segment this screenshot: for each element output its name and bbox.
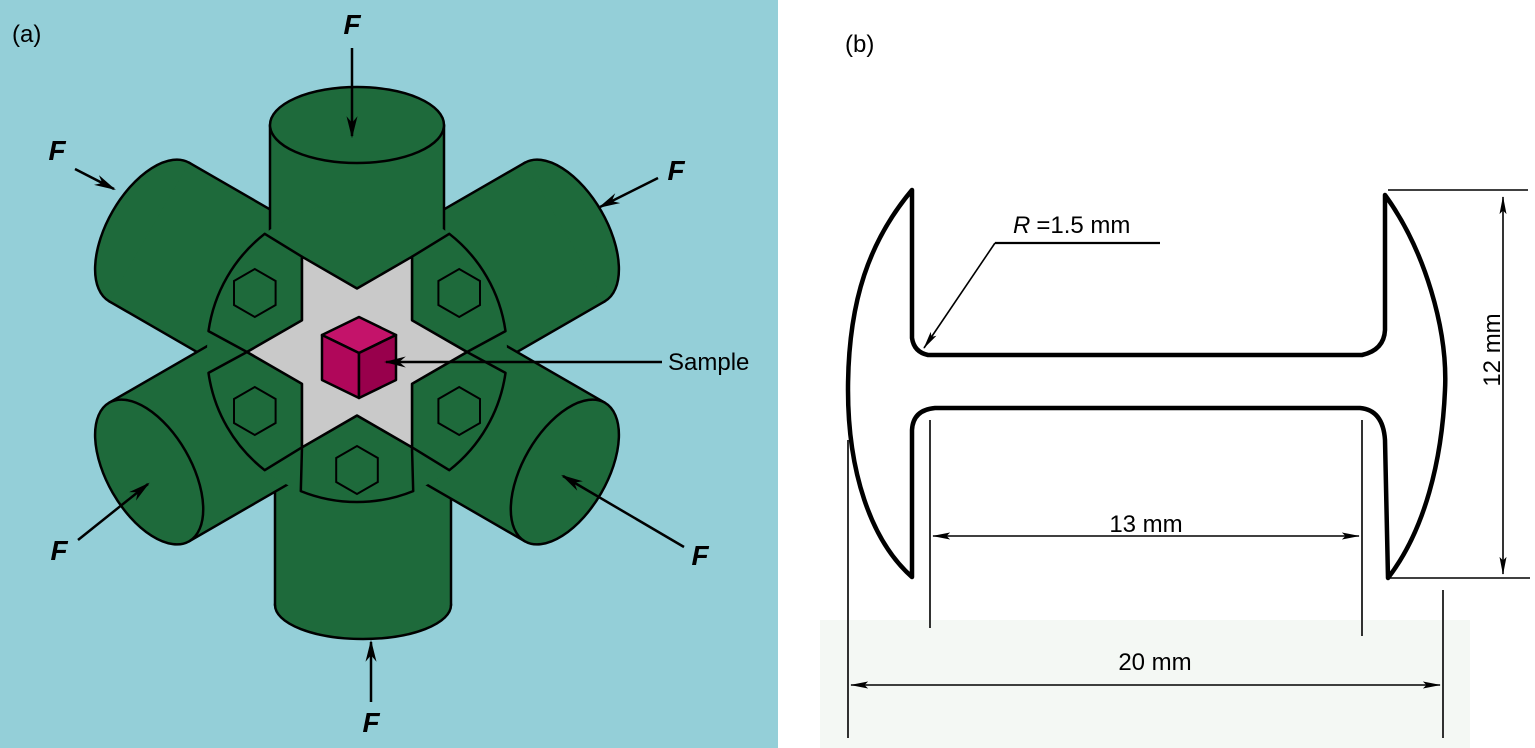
panel-a-label: (a) xyxy=(12,21,41,48)
anvil-tip-facet xyxy=(437,385,481,437)
force-arrow-upper-left xyxy=(74,167,116,191)
anvil-tips xyxy=(207,232,507,504)
force-arrow-lower-right xyxy=(561,474,685,549)
sample-cube-right-face xyxy=(357,333,398,400)
force-arrow-upper-right xyxy=(598,176,659,209)
anvil-tip-facet xyxy=(233,385,277,437)
force-arrow-lower-left xyxy=(77,482,150,541)
anvil-top-end-face xyxy=(268,85,446,165)
anvil-tip-facet xyxy=(437,267,481,319)
gauge-length-dimension-label: 13 mm xyxy=(1109,511,1182,538)
height-dimension-label: 12 mm xyxy=(1479,313,1506,386)
force-label-bottom: F xyxy=(362,707,380,738)
scan-artifact xyxy=(820,620,1470,748)
radius-leader-line xyxy=(923,242,996,349)
force-label-top: F xyxy=(343,9,361,40)
radius-annotation: R=1.5 mm xyxy=(1013,212,1130,239)
panel-a: F F F F F F Sample (a) xyxy=(0,0,778,748)
anvil-tip-facet xyxy=(233,267,277,319)
force-label-upper-left: F xyxy=(48,135,66,166)
radius-symbol: R xyxy=(1013,212,1030,239)
anvil-lower-left-end-face xyxy=(93,398,205,546)
force-label-lower-right: F xyxy=(691,540,709,571)
panel-b-label: (b) xyxy=(845,31,874,58)
anvil-tip-facet xyxy=(335,444,379,496)
total-length-dimension-label: 20 mm xyxy=(1118,649,1191,676)
sample-label: Sample xyxy=(668,349,749,376)
anvil-lower-right-end-face xyxy=(509,398,621,546)
dimension-extension-lines xyxy=(847,189,1530,738)
sample-cube xyxy=(320,315,398,400)
radius-value: =1.5 mm xyxy=(1036,212,1130,239)
force-label-upper-right: F xyxy=(667,155,685,186)
panel-b: (b) R=1.5 mm 12 mm 13 mm 20 mm xyxy=(820,31,1530,748)
force-label-lower-left: F xyxy=(50,535,68,566)
